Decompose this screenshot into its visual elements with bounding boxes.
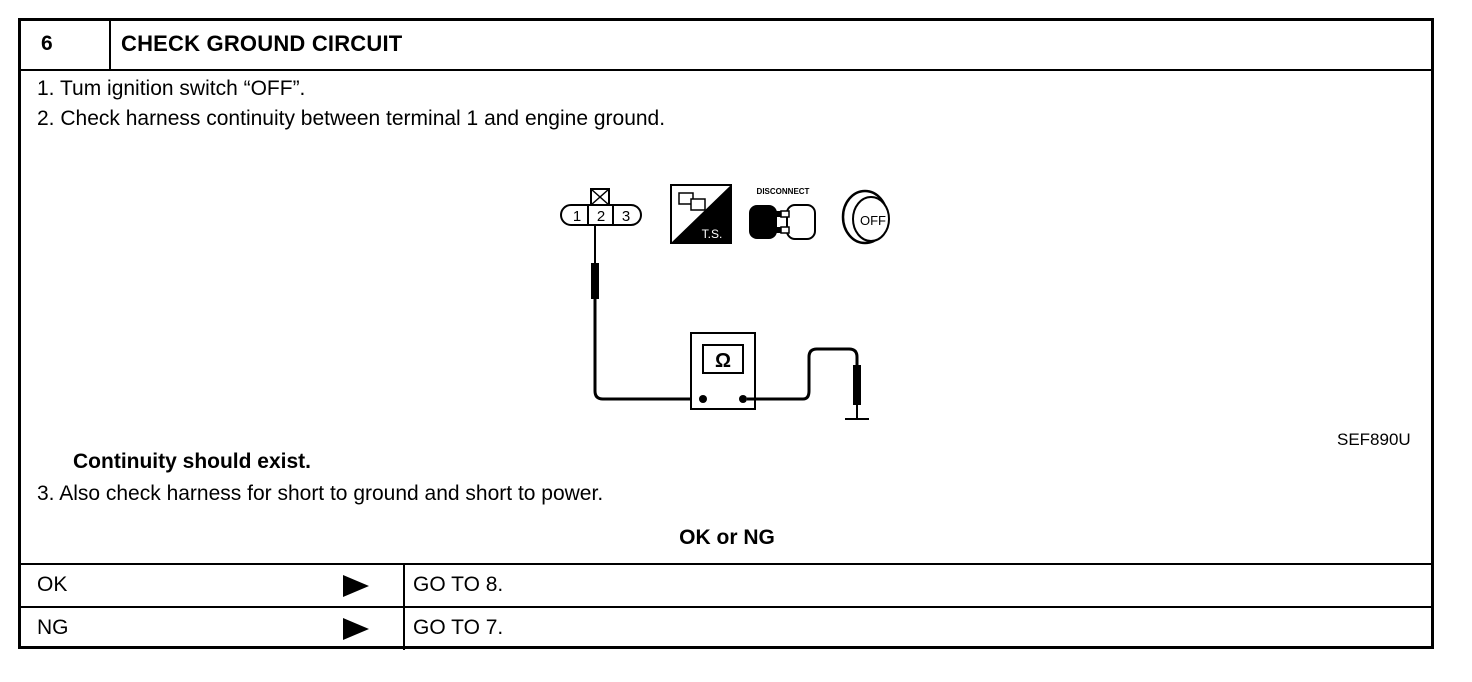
- connector-icon: 1 2 3: [560, 188, 642, 226]
- continuity-spec: Continuity should exist.: [73, 450, 312, 473]
- figure-reference: SEF890U: [1337, 430, 1411, 449]
- result-action: GO TO 8.: [413, 573, 504, 596]
- ground-icon: [845, 405, 869, 420]
- continuity-test-diagram: 1 2 3 T.S. DISCONNECT OFF: [560, 184, 890, 420]
- result-row-ok: OK GO TO 8.: [21, 563, 1431, 607]
- ohm-symbol: Ω: [715, 350, 731, 372]
- ohmmeter-icon: Ω: [690, 332, 756, 410]
- step-number: 6: [21, 21, 111, 69]
- result-key: NG: [37, 616, 69, 639]
- ignition-key-icon: OFF: [841, 189, 890, 245]
- instruction-1: 1. Tum ignition switch “OFF”.: [37, 77, 306, 100]
- step-header: 6 CHECK GROUND CIRCUIT: [21, 21, 1431, 71]
- step-title: CHECK GROUND CIRCUIT: [121, 31, 403, 56]
- connector-terminal-2: 2: [597, 208, 605, 225]
- result-header: OK or NG: [679, 526, 775, 549]
- ts-label: T.S.: [702, 227, 723, 241]
- instruction-2: 2. Check harness continuity between term…: [37, 107, 666, 130]
- result-action: GO TO 7.: [413, 616, 504, 639]
- connector-terminal-3: 3: [622, 208, 630, 225]
- connector-terminal-1: 1: [573, 208, 581, 225]
- ts-icon: T.S.: [670, 184, 732, 244]
- disconnect-label: DISCONNECT: [757, 187, 810, 196]
- arrow-right-icon: [343, 575, 369, 597]
- arrow-right-icon: [343, 618, 369, 640]
- result-row-ng: NG GO TO 7.: [21, 606, 1431, 650]
- disconnect-icon: DISCONNECT: [749, 187, 816, 240]
- diagnostic-procedure-table: 6 CHECK GROUND CIRCUIT 1. Tum ignition s…: [18, 18, 1434, 650]
- instruction-3: 3. Also check harness for short to groun…: [37, 482, 604, 505]
- key-off-label: OFF: [860, 213, 886, 228]
- result-key: OK: [37, 573, 68, 596]
